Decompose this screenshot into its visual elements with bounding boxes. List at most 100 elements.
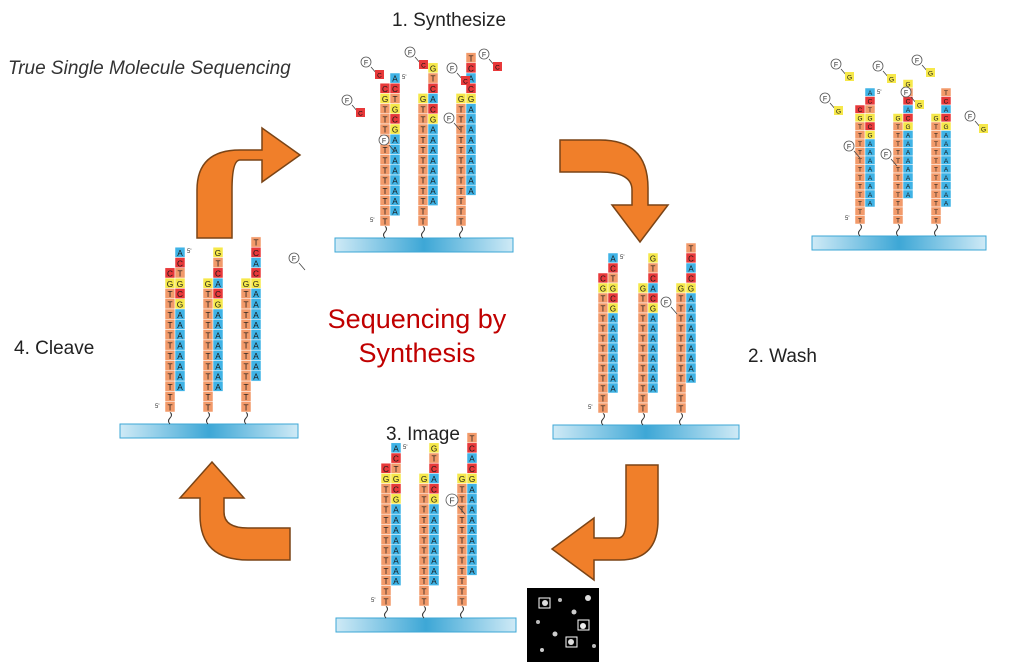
- base-letter: A: [944, 175, 949, 182]
- base-letter: T: [896, 133, 900, 140]
- base-letter: T: [420, 197, 425, 206]
- base-letter: T: [243, 300, 248, 310]
- base-letter: A: [688, 375, 694, 384]
- base-letter: C: [906, 99, 911, 106]
- fluor-circle: [443, 112, 455, 124]
- base-letter: T: [934, 133, 938, 140]
- free-nucleotide-letter: G: [981, 127, 986, 134]
- base-letter: T: [382, 105, 387, 114]
- fluor-circle: [911, 54, 923, 66]
- base-cell: [240, 401, 252, 413]
- base-letter: G: [943, 124, 948, 131]
- base-letter: A: [906, 184, 911, 191]
- base-letter: T: [858, 150, 862, 157]
- base-letter: A: [393, 557, 399, 566]
- base-letter: A: [215, 372, 221, 382]
- base-letter: T: [383, 567, 388, 576]
- fluor-letter: F: [834, 62, 838, 69]
- base-letter: T: [679, 345, 684, 354]
- base-letter: A: [944, 107, 949, 114]
- base-letter: A: [469, 557, 475, 566]
- fluor-letter: F: [447, 116, 451, 123]
- base-cell: [380, 595, 392, 607]
- base-letter: A: [469, 536, 475, 545]
- base-cell: [390, 575, 402, 586]
- fluor-circle: [404, 46, 416, 58]
- base-letter: T: [459, 598, 464, 607]
- fluor-circle: [880, 148, 892, 160]
- base-letter: G: [177, 300, 183, 310]
- flow-cell-surface: [335, 617, 517, 633]
- base-letter: T: [896, 158, 900, 165]
- base-letter: T: [641, 335, 646, 344]
- base-letter: A: [688, 305, 694, 314]
- base-letter: A: [868, 150, 873, 157]
- base-letter: T: [858, 175, 862, 182]
- base-letter: C: [392, 116, 398, 125]
- base-letter: T: [934, 218, 938, 225]
- base-letter: T: [167, 310, 172, 320]
- base-letter: T: [858, 124, 862, 131]
- base-letter: G: [905, 124, 910, 131]
- tether: [641, 412, 645, 426]
- base-letter: T: [458, 156, 463, 165]
- base-letter: G: [243, 279, 249, 289]
- tether: [460, 605, 464, 619]
- base-letter: A: [468, 187, 474, 196]
- base-letter: A: [468, 105, 474, 114]
- step-cleave-label: 4. Cleave: [14, 338, 95, 359]
- center-caption: Sequencing by Synthesis: [312, 302, 522, 370]
- base-cell: [685, 372, 697, 384]
- base-letter: T: [382, 187, 387, 196]
- base-letter: T: [382, 218, 387, 227]
- step-wash-label: 2. Wash: [748, 346, 817, 367]
- base-letter: A: [253, 258, 259, 268]
- free-nucleotide-letter: G: [889, 77, 894, 84]
- base-letter: A: [944, 141, 949, 148]
- free-nucleotide: [915, 100, 924, 109]
- fluor-circle: [900, 86, 912, 98]
- base-letter: A: [469, 547, 475, 556]
- base-letter: T: [934, 150, 938, 157]
- base-letter: T: [641, 395, 646, 404]
- base-letter: G: [640, 285, 646, 294]
- base-letter: T: [458, 146, 463, 155]
- base-letter: T: [458, 207, 463, 216]
- base-letter: A: [177, 320, 183, 330]
- base-letter: T: [601, 335, 606, 344]
- fluorescence-image-inset: [527, 588, 599, 662]
- base-letter: A: [469, 455, 475, 464]
- base-letter: T: [459, 485, 464, 494]
- base-letter: T: [167, 361, 172, 371]
- base-letter: T: [459, 536, 464, 545]
- base-letter: T: [858, 133, 862, 140]
- base-letter: C: [177, 258, 183, 268]
- fluor-letter: F: [915, 58, 919, 65]
- base-letter: T: [679, 325, 684, 334]
- base-letter: A: [468, 116, 474, 125]
- base-letter: G: [430, 65, 436, 74]
- base-letter: C: [944, 116, 949, 123]
- base-letter: T: [679, 295, 684, 304]
- base-cell: [902, 189, 914, 199]
- base-letter: T: [601, 385, 606, 394]
- base-letter: T: [641, 325, 646, 334]
- base-letter: G: [393, 475, 399, 484]
- base-letter: G: [392, 105, 398, 114]
- base-letter: T: [383, 496, 388, 505]
- base-letter: T: [858, 209, 862, 216]
- fluor-linker: [453, 122, 461, 131]
- base-letter: T: [167, 300, 172, 310]
- tether: [934, 223, 938, 237]
- base-letter: T: [205, 351, 210, 361]
- base-letter: A: [430, 126, 436, 135]
- base-letter: C: [393, 485, 399, 494]
- base-letter: A: [868, 175, 873, 182]
- base-letter: G: [167, 279, 173, 289]
- fluor-circle: [288, 252, 300, 264]
- base-letter: A: [906, 133, 911, 140]
- base-cell: [379, 215, 391, 227]
- base-letter: T: [431, 455, 436, 464]
- base-letter: T: [393, 465, 398, 474]
